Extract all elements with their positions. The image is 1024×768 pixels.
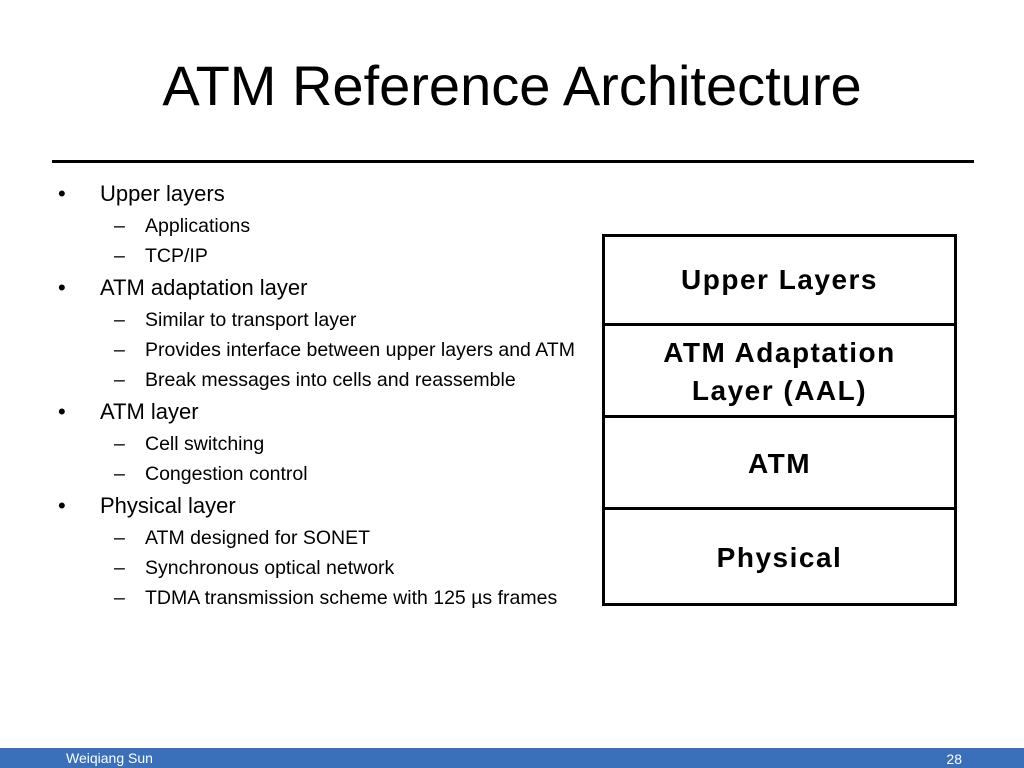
bullet-text: ATM adaptation layer (100, 275, 308, 300)
layer-upper-layers: Upper Layers (605, 237, 954, 326)
sub-item: – TCP/IP (58, 244, 578, 268)
sub-text: TDMA transmission scheme with 125 µs fra… (145, 587, 558, 609)
sub-dash: – (114, 557, 125, 579)
bullet-dot: • (58, 275, 66, 300)
bullet-item: • ATM layer (58, 398, 578, 426)
sub-list: – Cell switching – Congestion control (58, 432, 578, 486)
sub-dash: – (114, 245, 125, 267)
slide-title: ATM Reference Architecture (162, 54, 862, 117)
bullet-dot: • (58, 493, 66, 518)
sub-dash: – (114, 339, 125, 361)
layer-atm: ATM (605, 421, 954, 510)
layer-atm-adaptation: ATM Adaptation Layer (AAL) (605, 329, 954, 418)
page-number: 28 (946, 751, 962, 767)
bullet-list: • Upper layers – Applications – TCP/IP •… (58, 180, 578, 612)
sub-item: – Congestion control (58, 462, 578, 486)
sub-text: Break messages into cells and reassemble (145, 369, 516, 391)
sub-text: Provides interface between upper layers … (145, 339, 575, 361)
sub-list: – Applications – TCP/IP (58, 214, 578, 268)
sub-text: Similar to transport layer (145, 309, 357, 331)
sub-item: – Applications (58, 214, 578, 238)
sub-text: Applications (145, 215, 251, 237)
atm-layer-stack-diagram: Upper Layers ATM Adaptation Layer (AAL) … (602, 234, 957, 606)
sub-list: – ATM designed for SONET – Synchronous o… (58, 526, 578, 610)
bullet-item: • ATM adaptation layer (58, 274, 578, 302)
sub-text: ATM designed for SONET (145, 527, 371, 549)
sub-dash: – (114, 587, 125, 609)
sub-text: Synchronous optical network (145, 557, 395, 579)
bullet-item: • Upper layers (58, 180, 578, 208)
bullet-item: • Physical layer (58, 492, 578, 520)
footer-bar: Weiqiang Sun 28 (0, 748, 1024, 768)
sub-item: – Synchronous optical network (58, 556, 578, 580)
layer-physical: Physical (605, 513, 954, 603)
sub-item: – ATM designed for SONET (58, 526, 578, 550)
sub-dash: – (114, 369, 125, 391)
layer-label: Upper Layers (681, 264, 878, 295)
sub-item: – TDMA transmission scheme with 125 µs f… (58, 586, 578, 610)
sub-item: – Break messages into cells and reassemb… (58, 368, 578, 392)
title-divider (52, 160, 974, 163)
sub-dash: – (114, 215, 125, 237)
sub-text: Congestion control (145, 463, 308, 485)
layer-label: Physical (716, 542, 843, 573)
sub-item: – Provides interface between upper layer… (58, 338, 578, 362)
sub-item: – Similar to transport layer (58, 308, 578, 332)
layer-label: ATM Adaptation Layer (AAL) (663, 337, 896, 406)
sub-dash: – (114, 433, 125, 455)
sub-dash: – (114, 463, 125, 485)
bullet-text: Upper layers (100, 181, 225, 206)
bullet-dot: • (58, 181, 66, 206)
sub-text: Cell switching (145, 433, 265, 455)
bullet-dot: • (58, 399, 66, 424)
footer-author: Weiqiang Sun (66, 750, 153, 766)
sub-dash: – (114, 309, 125, 331)
bullet-text: Physical layer (100, 493, 236, 518)
sub-dash: – (114, 527, 125, 549)
sub-item: – Cell switching (58, 432, 578, 456)
bullet-text: ATM layer (100, 399, 199, 424)
sub-text: TCP/IP (145, 245, 208, 267)
layer-label: ATM (747, 448, 812, 479)
sub-list: – Similar to transport layer – Provides … (58, 308, 578, 392)
